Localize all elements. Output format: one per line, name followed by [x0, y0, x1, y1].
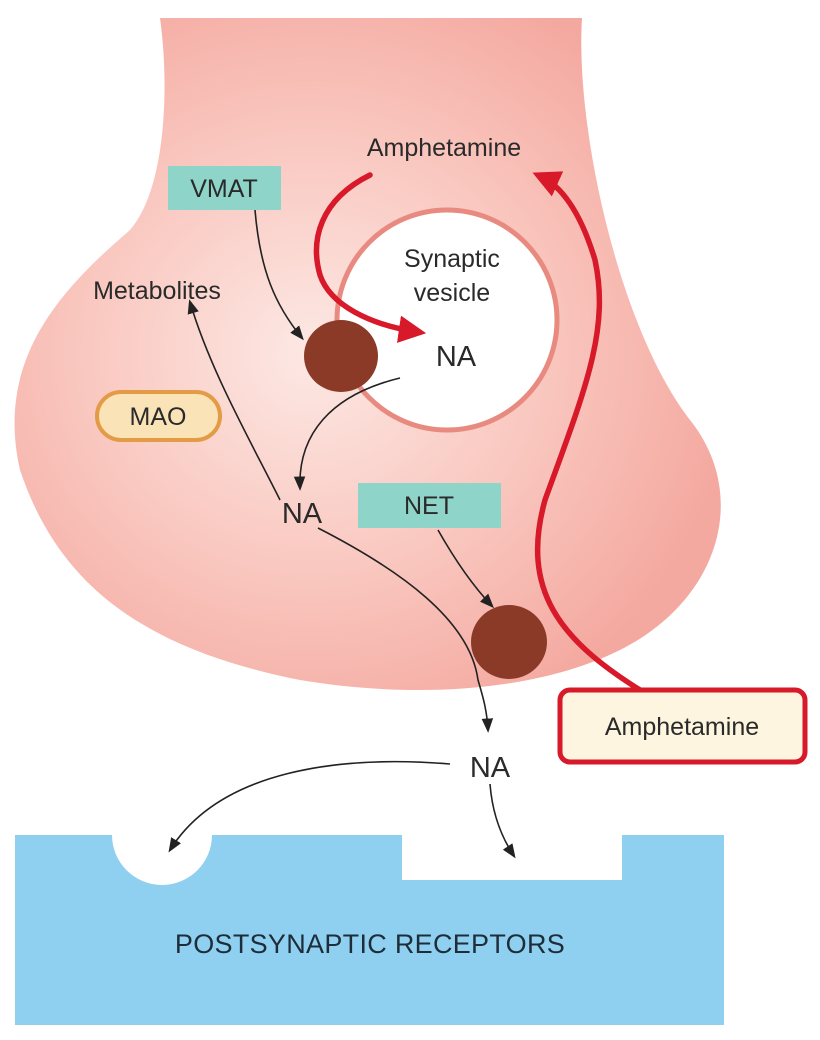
vmat-label-box — [168, 166, 281, 210]
net-pointer-arrow — [437, 529, 494, 609]
na-to-receptor-site-arrow — [168, 760, 451, 853]
postsynaptic-receptor-block — [15, 835, 724, 1025]
net-label: NET — [404, 492, 454, 520]
mao-enzyme-shape — [95, 390, 222, 442]
amphetamine-outside-label: Amphetamine — [605, 713, 759, 741]
net-transporter — [471, 605, 547, 679]
vesicle-label-line1: Synaptic — [404, 245, 500, 273]
amphetamine-outside-box — [557, 687, 808, 765]
na-to-vesicle-arrow — [293, 377, 401, 491]
na-synapse-label: NA — [470, 752, 511, 784]
vesicle-label-line2: vesicle — [414, 279, 490, 307]
amphetamine-vesicle-arrow — [313, 172, 427, 343]
na-vesicle-label: NA — [436, 341, 477, 373]
vmat-pointer-arrow — [254, 209, 304, 341]
na-cytoplasm-label: NA — [282, 498, 323, 530]
net-label-box — [358, 483, 501, 528]
vmat-label: VMAT — [190, 175, 258, 203]
metabolites-label: Metabolites — [93, 277, 221, 305]
na-to-receptor-right-arrow — [489, 783, 516, 859]
vmat-transporter — [304, 320, 378, 392]
synaptic-vesicle — [334, 207, 560, 433]
na-release-arrow — [317, 527, 494, 733]
mao-label: MAO — [130, 403, 187, 431]
postsynaptic-receptors-label: POSTSYNAPTIC RECEPTORS — [175, 929, 565, 959]
amphetamine-entry-arrow — [532, 171, 643, 693]
amphetamine-inside-label: Amphetamine — [367, 134, 521, 162]
na-to-metabolites-arrow — [187, 299, 281, 501]
